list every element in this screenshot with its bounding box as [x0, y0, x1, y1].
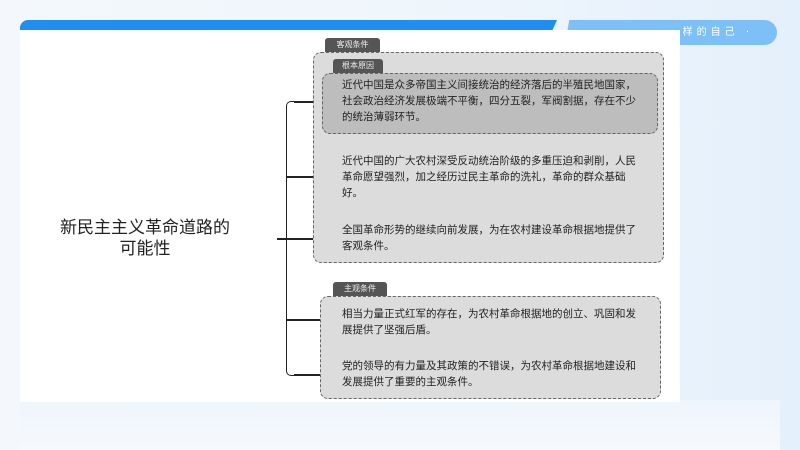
branch-connector [287, 176, 323, 178]
branch-connector [294, 374, 324, 376]
node-text: 相当力量正式红军的存在，为农村革命根据地的创立、巩固和发展提供了坚强后盾。 [342, 308, 636, 336]
node-text: 党的领导的有力量及其政策的不错误，为农村革命根据地建设和发展提供了重要的主观条件… [342, 360, 636, 388]
root-connector [277, 238, 288, 240]
sub-tab-root-cause: 根本原因 [333, 59, 383, 73]
group-tab-objective: 客观条件 [325, 38, 380, 52]
group-box-subjective [320, 296, 661, 399]
root-node: 新民主主义革命道路的 可能性 [20, 218, 270, 260]
header-pill-text: 样的自己 · [682, 27, 753, 38]
header-bar [20, 20, 557, 32]
root-cause-box [322, 73, 658, 134]
branch-connector [294, 101, 324, 103]
branch-connector [287, 319, 323, 321]
group-tab-subjective: 主观条件 [333, 282, 387, 296]
node-text: 近代中国的广大农村深受反动统治阶级的多重压迫和剥削，人民革命愿望强烈，加之经历过… [342, 155, 636, 199]
node-text: 全国革命形势的继续向前发展，为在农村建设革命根据地提供了客观条件。 [342, 224, 636, 252]
root-line-1: 新民主主义革命道路的 [60, 218, 230, 238]
bracket [286, 101, 296, 376]
branch-connector [287, 238, 323, 240]
node-text: 近代中国是众多帝国主义间接统治的经济落后的半殖民地国家，社会政治经济发展极端不平… [342, 79, 636, 123]
background-footer [20, 400, 780, 450]
root-line-2: 可能性 [119, 239, 171, 259]
